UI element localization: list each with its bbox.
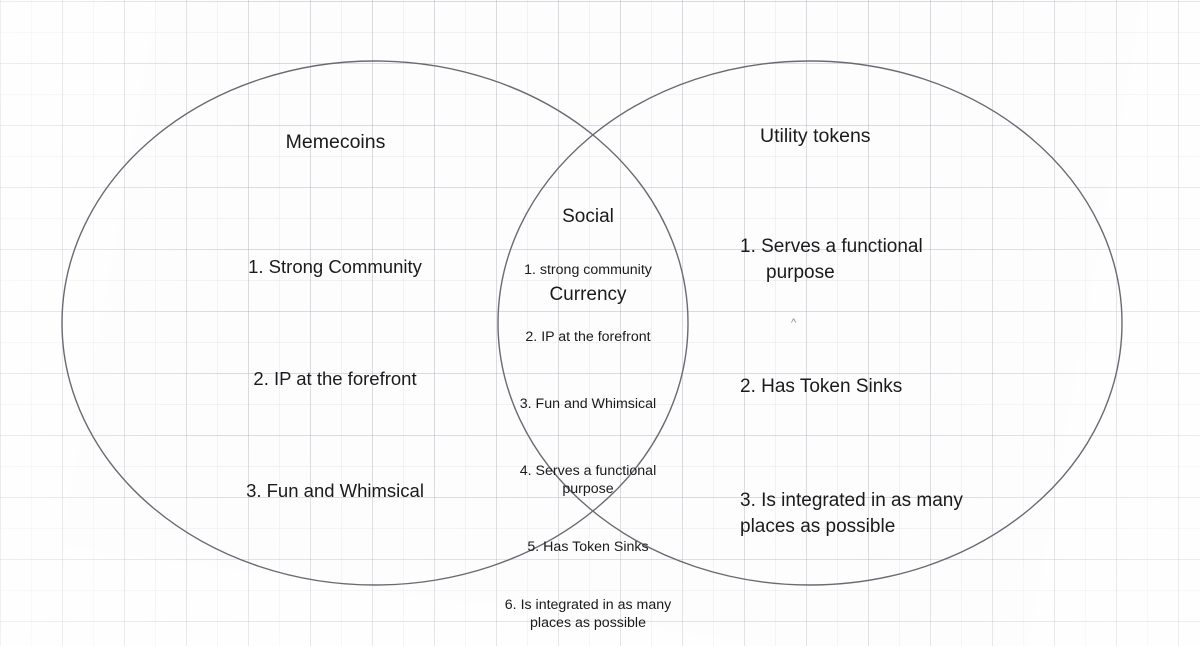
list-item: 6. Is integrated in as many places as po… (504, 597, 676, 631)
intersection-label: Social Currency (506, 152, 670, 360)
list-item: 3. Fun and Whimsical (246, 480, 424, 501)
list-item: 2. IP at the forefront (253, 368, 417, 389)
intersection-label-line-1: Social (562, 206, 614, 227)
list-item: 2. Has Token Sinks (740, 376, 903, 397)
list-item: 1. strong community (524, 262, 652, 278)
intersection-list: 1. strong community 2. IP at the forefro… (497, 225, 679, 646)
right-set-ellipse (497, 60, 1123, 586)
right-set-label: Utility tokens (760, 125, 871, 147)
left-set-ellipse (61, 60, 689, 586)
right-set-list: 1. Serves a functional purpose 2. Has To… (740, 182, 990, 592)
left-set-label: Memecoins (285, 131, 386, 153)
list-item: 1. Strong Community (248, 256, 422, 277)
list-item: 4. Serves a functional purpose (519, 463, 661, 497)
list-item: 3. Is integrated in as many places as po… (740, 490, 969, 537)
list-item: 3. Fun and Whimsical (519, 396, 657, 412)
list-item: 5. Has Token Sinks (527, 539, 649, 555)
intersection-label-line-2: Currency (549, 284, 627, 305)
caret-artifact: ^ (791, 317, 797, 329)
list-item: 1. Serves a functional purpose (740, 236, 928, 283)
left-set-list: 1. Strong Community 2. IP at the forefro… (200, 207, 470, 551)
list-item: 2. IP at the forefront (525, 329, 651, 345)
